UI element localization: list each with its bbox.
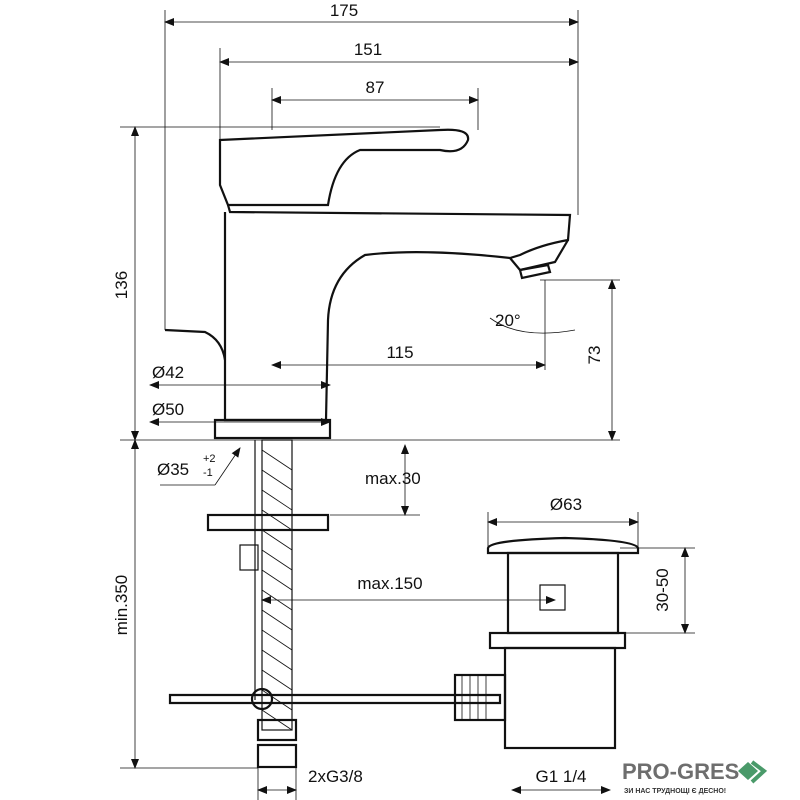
- watermark-tagline: ЗИ НАС ТРУДНОЩІ Є ДЕСНО!: [624, 788, 726, 795]
- dimension-lines: [120, 10, 695, 800]
- dim-lever-width: 87: [366, 78, 385, 97]
- dim-waste-adjust: 30-50: [653, 568, 672, 611]
- dim-waste-cap: Ø63: [550, 495, 582, 514]
- watermark-brand: PRO-GRES: [622, 759, 739, 784]
- dim-spout-height: 73: [585, 346, 604, 365]
- dim-hole: Ø35: [157, 460, 189, 479]
- dim-body-width: 151: [354, 40, 382, 59]
- dim-hole-tol-plus: +2: [203, 453, 216, 465]
- dim-waste-thread: G1 1/4: [535, 767, 586, 786]
- dim-hole-tol-minus: -1: [203, 467, 213, 479]
- mounting-assembly: [168, 439, 502, 769]
- dim-pull-rod: max.150: [357, 574, 422, 593]
- dim-spout-angle: 20°: [495, 311, 521, 330]
- dim-min-hose: min.350: [112, 575, 131, 635]
- dim-hose-connection: 2xG3/8: [308, 767, 363, 786]
- faucet-body: [164, 128, 572, 440]
- pop-up-waste: [453, 536, 640, 750]
- dim-max-deck: max.30: [365, 469, 421, 488]
- watermark-logo: PRO-GRES ЗИ НАС ТРУДНОЩІ Є ДЕСНО!: [622, 759, 768, 795]
- dim-base-outer: Ø50: [152, 400, 184, 419]
- dim-height: 136: [112, 271, 131, 299]
- dim-overall-width: 175: [330, 1, 358, 20]
- dim-base-inner: Ø42: [152, 363, 184, 382]
- diamond-logo-icon: [738, 762, 758, 780]
- dim-spout-reach: 115: [386, 343, 413, 362]
